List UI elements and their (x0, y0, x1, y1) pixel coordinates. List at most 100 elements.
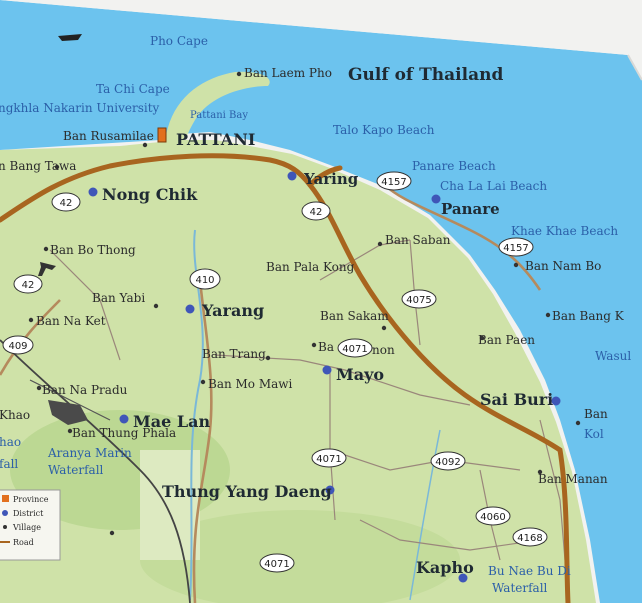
village-dot (479, 335, 485, 341)
route-shields: 42 42 42 410 409 4157 4157 4075 4071 407… (2, 171, 548, 573)
village-dot (153, 303, 159, 309)
label-ban-trang: Ban Trang (202, 347, 266, 361)
label-aranya-marin-waterfall: Waterfall (48, 463, 104, 477)
district-border (29, 379, 111, 421)
route-shield-4071: 4071 (337, 338, 373, 358)
label-fall: fall (0, 457, 18, 471)
route-shield-42: 42 (301, 201, 331, 221)
district-dot (325, 485, 335, 495)
route-label: 42 (60, 198, 73, 209)
label-sai-buri: Sai Buri (480, 390, 553, 409)
route-label: 410 (195, 275, 214, 286)
highway-42 (0, 153, 571, 603)
route-shield-4071: 4071 (311, 448, 347, 468)
village-dot (54, 164, 60, 170)
label-pho-cape: Pho Cape (150, 34, 208, 48)
province-marker (157, 127, 167, 143)
province-icon (157, 127, 167, 143)
town-area (48, 400, 88, 425)
label-ban-sakam: Ban Sakam (320, 309, 389, 323)
route-label: 4168 (517, 533, 542, 544)
district-dot (185, 304, 195, 314)
route-shield-4071: 4071 (259, 553, 295, 573)
label-khae-khae-beach: Khae Khae Beach (511, 224, 618, 238)
label-ban-thung-phala: Ban Thung Phala (72, 426, 176, 440)
label-cha-la-lai-beach: Cha La Lai Beach (440, 179, 547, 193)
label-ban-na-ket: Ban Na Ket (36, 314, 106, 328)
label-ban-bang-tawa: n Bang Tawa (0, 159, 76, 173)
paper-edge (627, 54, 642, 81)
label-pattani: PATTANI (176, 130, 255, 149)
cape-spit (165, 71, 270, 142)
route-shield-4075: 4075 (401, 289, 437, 309)
village-dot (28, 317, 34, 323)
village-dot (36, 385, 42, 391)
label-nong-chik: Nong Chik (102, 185, 198, 204)
plain-patch (140, 450, 200, 560)
label-talo-kapo-beach: Talo Kapo Beach (333, 123, 435, 137)
legend-item-district: District (13, 509, 44, 518)
label-ban-nam-bo: Ban Nam Bo (525, 259, 601, 273)
route-shield-409: 409 (2, 335, 34, 355)
label-hao: hao (0, 435, 21, 449)
route-shield-410: 410 (189, 268, 221, 290)
label-yaring: Yaring (303, 170, 359, 188)
label-kol: Kol (584, 427, 604, 441)
route-shield-4157: 4157 (376, 171, 412, 191)
label-wasul: Wasul (595, 349, 631, 363)
label-ban-saban: Ban Saban (385, 233, 451, 247)
village-dot (236, 71, 242, 77)
boat-icon (58, 34, 82, 41)
district-dot (431, 194, 441, 204)
label-panare-beach: Panare Beach (412, 159, 496, 173)
village-dot (537, 469, 543, 475)
label-ban-yabi: Ban Yabi (92, 291, 145, 305)
village-dot (200, 379, 206, 385)
route-label: 4071 (342, 344, 367, 355)
label-kapho: Kapho (416, 558, 474, 577)
route-shield-4060: 4060 (475, 506, 511, 526)
label-yarang: Yarang (201, 301, 264, 320)
district-dot (322, 365, 332, 375)
route-shield-4157: 4157 (498, 237, 534, 257)
route-label: 409 (8, 341, 27, 352)
label-panare: Panare (441, 200, 500, 218)
village-dot (575, 420, 581, 426)
label-gulf-of-thailand: Gulf of Thailand (348, 65, 503, 85)
route-label: 4157 (503, 243, 528, 254)
legend-district-swatch (2, 510, 8, 516)
label-aranya-marin-waterfall: Aranya Marin (47, 446, 132, 460)
label-ban-pala-kong: Ban Pala Kong (266, 260, 355, 274)
legend-box (0, 489, 61, 561)
label-university: ngkhla Nakarin University (0, 101, 160, 115)
label-ban-mo-mawi: Ban Mo Mawi (208, 377, 293, 391)
village-dot (311, 342, 317, 348)
railway (0, 339, 191, 603)
route-shield-4092: 4092 (430, 451, 466, 471)
route-shield-4168: 4168 (512, 527, 548, 547)
label-pattani-bay: Pattani Bay (190, 110, 248, 121)
route-label: 4075 (406, 295, 431, 306)
label-ban: Ban (584, 407, 608, 421)
district-dot (119, 414, 129, 424)
district-dot (551, 396, 561, 406)
district-dot (458, 573, 468, 583)
label-ban-rusamilae: Ban Rusamilae (63, 129, 154, 143)
route-shield-42: 42 (51, 192, 81, 212)
label-ban-bang-k: Ban Bang K (552, 309, 625, 323)
district-dot (287, 171, 297, 181)
village-dot (142, 142, 148, 148)
route-label: 4060 (480, 512, 505, 523)
route-label: 4157 (381, 177, 406, 188)
label-mayo: Mayo (336, 365, 384, 384)
village-dot (67, 428, 73, 434)
label-ban-tanon-part: non (372, 343, 395, 357)
village-dot (513, 262, 519, 268)
label-bu-nae-bu-di-waterfall: Bu Nae Bu Di (488, 564, 571, 578)
map-labels: Pho Cape Ta Chi Cape Pattani Bay ngkhla … (0, 34, 631, 595)
village-dot (109, 530, 115, 536)
label-mae-lan: Mae Lan (133, 412, 210, 431)
route-shield-42: 42 (13, 274, 43, 294)
